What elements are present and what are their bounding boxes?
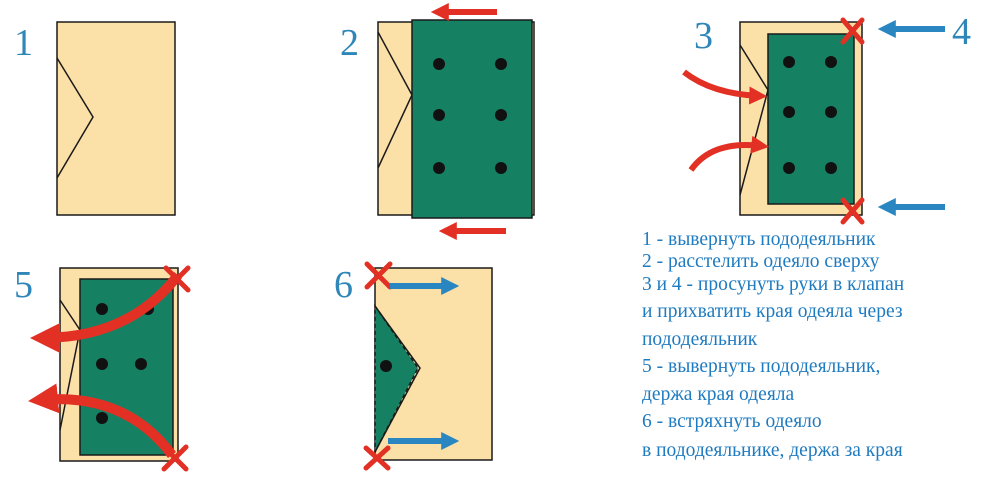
step-6-panel: 6	[334, 261, 493, 471]
step-1-panel: 1	[14, 21, 176, 216]
legend-line: пододеяльник	[642, 328, 758, 350]
step-3-number: 3	[694, 15, 713, 57]
step-1-number: 1	[14, 22, 33, 64]
step-5-number: 5	[14, 264, 33, 306]
cross-mark	[840, 17, 865, 45]
step-3-4-panel: 3 4	[682, 11, 971, 225]
blanket-dots	[783, 56, 837, 174]
cross-mark	[364, 261, 393, 290]
step-2-number: 2	[340, 22, 359, 64]
legend-line: 6 - встряхнуть одеяло	[642, 410, 822, 432]
legend-line: 5 - вывернуть пододеяльник,	[642, 356, 881, 378]
blanket-corner-in-flap	[374, 303, 419, 453]
blanket	[411, 19, 533, 219]
blanket	[79, 278, 174, 456]
cover-flap	[374, 305, 421, 453]
red-arrow-curved	[682, 69, 768, 105]
blanket-dots	[433, 58, 507, 174]
cross-mark	[363, 445, 391, 471]
duvet-cover	[56, 21, 176, 216]
step-2-panel: 2	[340, 3, 535, 240]
cross-mark	[161, 444, 189, 472]
red-arrow-curved	[688, 135, 770, 172]
legend-line: 1 - вывернуть пододеяльник	[642, 229, 876, 250]
cover-flap	[56, 57, 94, 179]
blanket	[767, 33, 855, 205]
step-6-number: 6	[334, 264, 353, 306]
legend-line: в пододеяльнике, держа за края	[642, 440, 903, 462]
legend-line: 2 - расстелить одеяло сверху	[642, 251, 880, 273]
cross-mark	[163, 265, 191, 293]
instructions-legend: 1 - вывернуть пододеяльник 2 - расстелит…	[642, 229, 992, 463]
step-4-number: 4	[952, 11, 971, 53]
red-arrow-curved	[28, 383, 177, 459]
legend-line: держа края одеяла	[642, 383, 795, 405]
cross-mark	[840, 197, 865, 225]
blanket-dot	[380, 360, 392, 372]
legend-line: 3 и 4 - просунуть руки в клапан	[642, 273, 905, 295]
legend-line: и прихватить края одеяла через	[642, 301, 903, 323]
step-5-panel: 5	[14, 264, 191, 472]
